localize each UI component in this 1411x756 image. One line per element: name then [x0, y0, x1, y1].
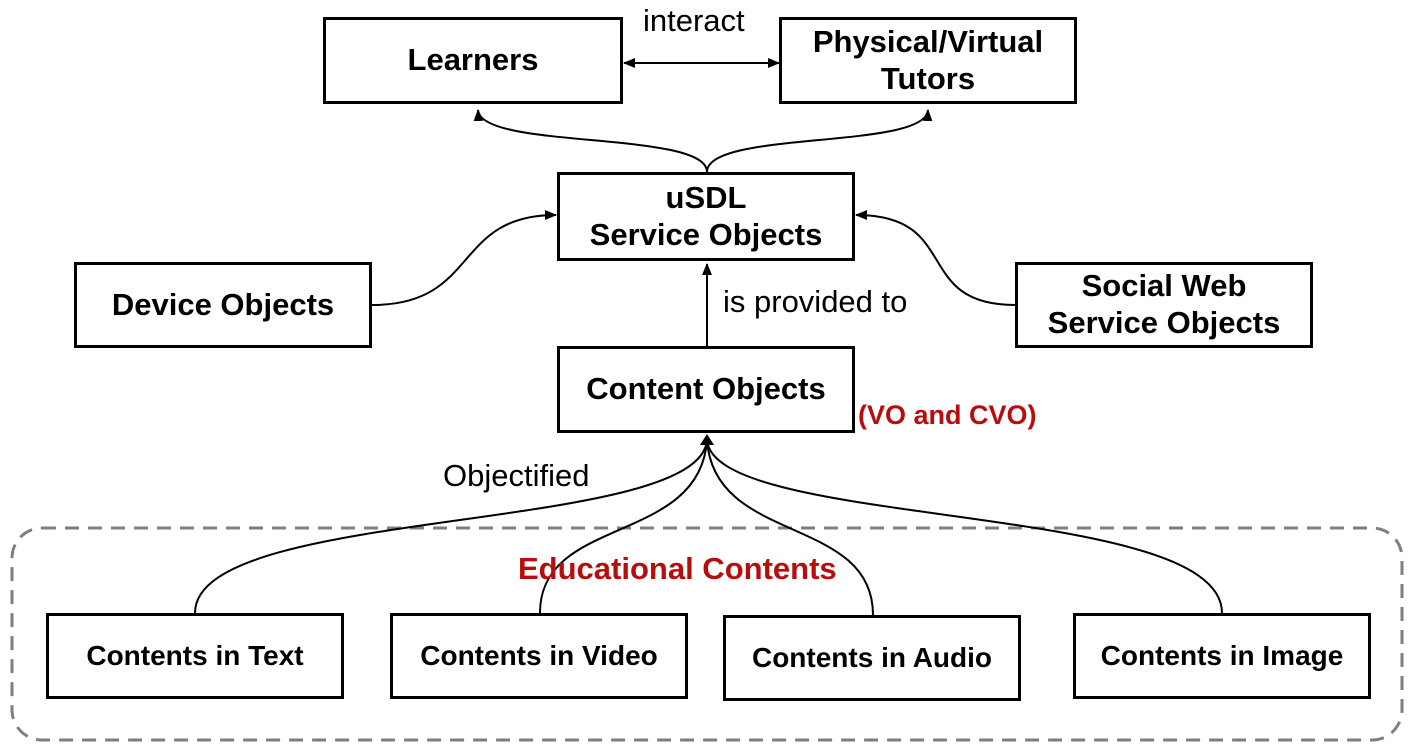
contents-in-image-node: Contents in Image — [1073, 613, 1371, 699]
usdl-label-line1: uSDL — [665, 179, 747, 215]
tutors-label-line2: Tutors — [880, 60, 976, 96]
content-objects-node: Content Objects — [557, 346, 855, 433]
interact-label: interact — [643, 3, 745, 38]
usdl-to-tutors-connector — [706, 109, 933, 173]
learners-node: Learners — [323, 17, 623, 104]
image-to-content-connector — [706, 439, 1223, 614]
tutors-node: Physical/Virtual Tutors — [779, 17, 1077, 104]
tutors-label-line1: Physical/Virtual — [812, 23, 1044, 59]
content-label: Content Objects — [586, 371, 826, 407]
objectified-arrowhead — [700, 434, 714, 445]
learners-label: Learners — [407, 42, 539, 78]
educational-contents-label: Educational Contents — [518, 551, 837, 586]
video-to-content-connector — [539, 439, 708, 614]
audio-to-content-connector — [706, 439, 874, 616]
social-label-line1: Social Web — [1081, 268, 1247, 304]
educational-contents-group-border — [10, 526, 1404, 742]
social-web-service-objects-node: Social Web Service Objects — [1015, 262, 1313, 348]
vo-cvo-label: (VO and CVO) — [858, 400, 1037, 430]
social-label-line2: Service Objects — [1047, 305, 1281, 340]
usdl-to-learners-connector — [473, 109, 708, 173]
audio-label: Contents in Audio — [751, 642, 993, 674]
objectified-label: Objectified — [443, 458, 590, 493]
text-label: Contents in Text — [86, 640, 304, 672]
usdl-service-objects-node: uSDL Service Objects — [557, 172, 855, 261]
contents-in-audio-node: Contents in Audio — [723, 615, 1021, 701]
contents-in-video-node: Contents in Video — [390, 613, 688, 699]
image-label: Contents in Image — [1100, 640, 1344, 672]
contents-in-text-node: Contents in Text — [46, 613, 344, 699]
device-objects-node: Device Objects — [74, 262, 372, 348]
is-provided-to-label: is provided to — [723, 284, 908, 319]
usdl-label-line2: Service Objects — [589, 216, 823, 252]
video-label: Contents in Video — [420, 640, 658, 672]
text-to-content-connector — [194, 439, 708, 614]
device-to-usdl-connector — [371, 210, 557, 306]
social-to-usdl-connector — [855, 210, 1016, 306]
device-label: Device Objects — [111, 286, 335, 322]
